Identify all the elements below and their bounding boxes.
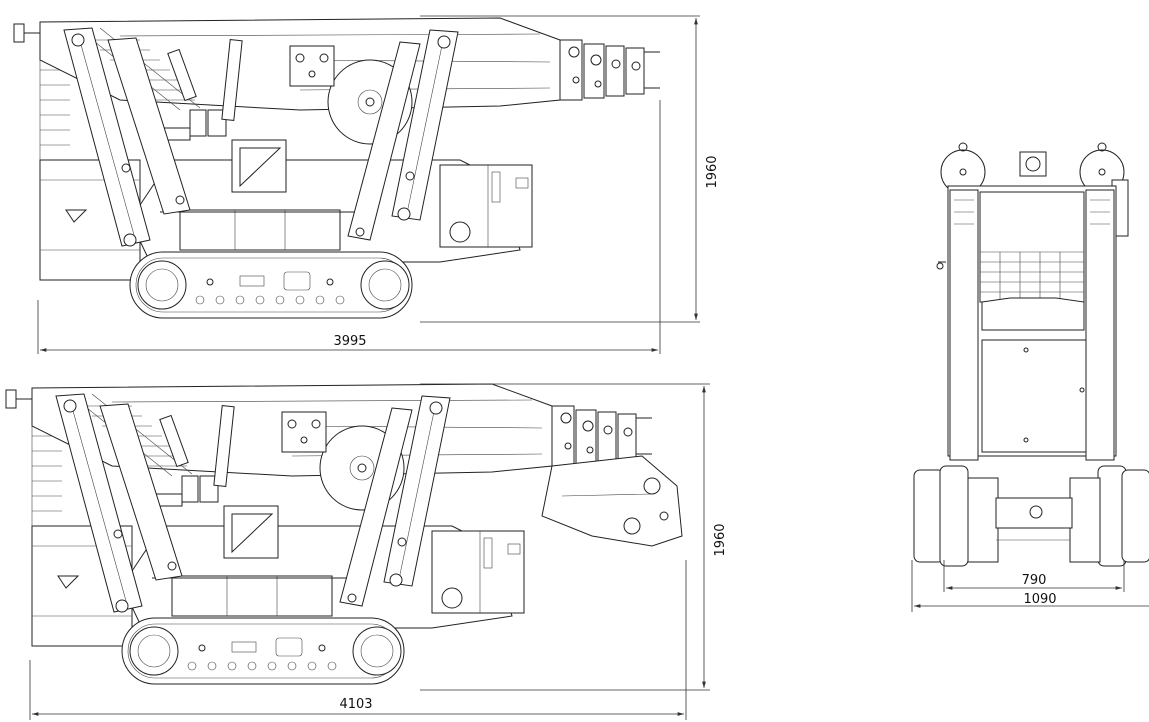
side-view-retracted [13, 15, 700, 354]
bottom-view-height-label: 1960 [713, 523, 728, 556]
rear-view-inner-width-label: 790 [1022, 573, 1047, 588]
rear-view-outer-width-label: 1090 [1023, 592, 1056, 607]
top-view-height-label: 1960 [705, 155, 720, 188]
rear-view [911, 142, 1149, 612]
top-view-length-label: 3995 [333, 334, 366, 349]
bottom-view-length-label: 4103 [339, 697, 372, 712]
side-view-extended [5, 383, 710, 720]
